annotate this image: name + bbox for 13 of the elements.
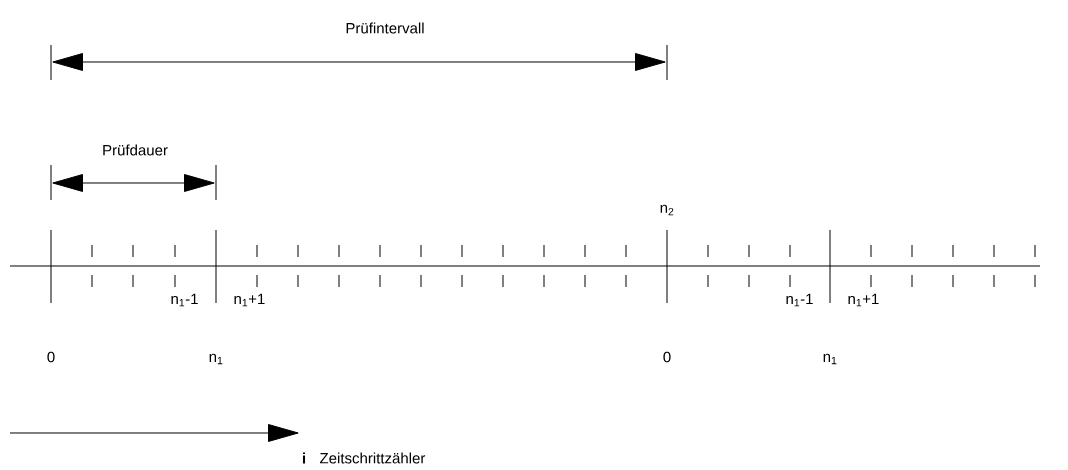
- tick-label: n$_{1}$-1: [171, 293, 198, 307]
- tick-label: n$_{1}$: [823, 353, 837, 365]
- tick-label: n$_{2}$: [660, 204, 674, 216]
- dimension-label: Prüfdauer: [103, 144, 168, 156]
- tick-label: 0: [47, 351, 55, 363]
- dimension-label: Prüfintervall: [346, 22, 424, 34]
- tick-label: 0: [663, 351, 671, 363]
- tick-label: n$_{1}$-1: [786, 293, 813, 307]
- axis-label: Zeitschrittzähler: [320, 452, 426, 464]
- tick-label: n$_{1}$+1: [848, 293, 879, 307]
- axis-variable: i: [303, 452, 306, 464]
- tick-label: n$_{1}$+1: [234, 293, 265, 307]
- tick-label: n$_{1}$: [209, 353, 223, 365]
